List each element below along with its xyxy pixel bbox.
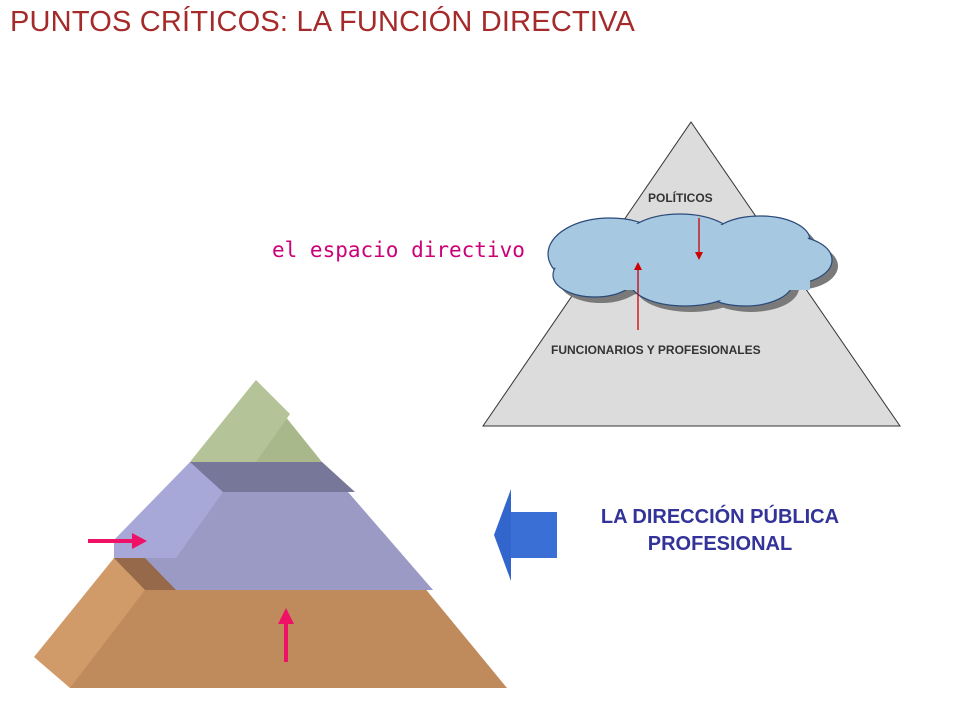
stepped-pyramid (34, 380, 507, 688)
page-title: PUNTOS CRÍTICOS: LA FUNCIÓN DIRECTIVA (10, 6, 636, 38)
blue-block-arrow (494, 489, 557, 581)
direccion-publica-caption: LA DIRECCIÓN PÚBLICA PROFESIONAL (570, 504, 870, 558)
caption-line-2: PROFESIONAL (647, 533, 793, 555)
pink-right-arrow (88, 533, 147, 549)
funcionarios-label: FUNCIONARIOS Y PROFESIONALES (551, 343, 761, 357)
espacio-directivo-label: el espacio directivo (272, 238, 525, 262)
politicos-label: POLÍTICOS (648, 191, 713, 205)
cloud-shape (547, 213, 838, 312)
pink-up-arrow (278, 608, 294, 662)
caption-line-1: LA DIRECCIÓN PÚBLICA (600, 506, 840, 528)
